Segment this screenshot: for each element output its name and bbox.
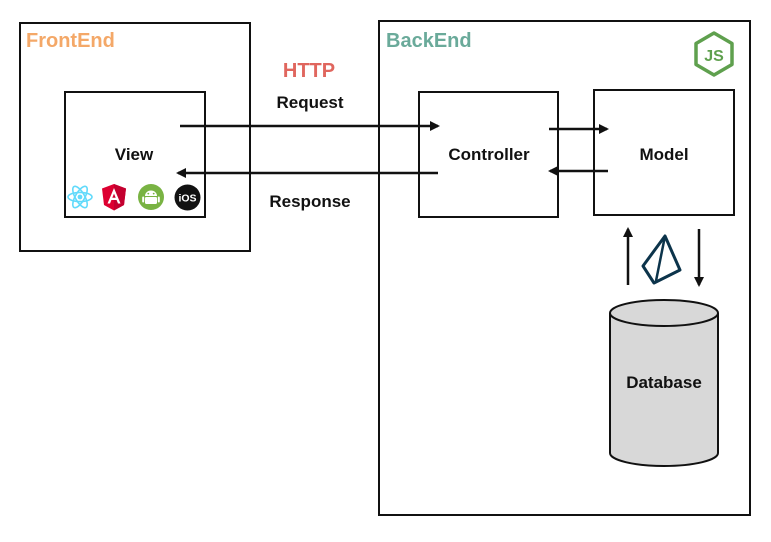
react-icon [66, 184, 94, 210]
nodejs-logo-text: JS [704, 48, 724, 65]
prisma-icon [641, 234, 682, 285]
ios-icon: iOS [174, 184, 201, 211]
ios-icon-text: iOS [178, 193, 196, 205]
controller-label: Controller [448, 145, 530, 164]
database-cylinder [609, 299, 719, 467]
backend-label: BackEnd [386, 30, 472, 52]
database-label: Database [626, 373, 702, 392]
nodejs-icon: JS [693, 31, 735, 77]
model-node [593, 89, 735, 216]
model-label: Model [639, 145, 689, 164]
view-label: View [114, 145, 154, 164]
http-label: HTTP [282, 60, 336, 82]
request-label: Request [276, 93, 344, 112]
controller-node [418, 91, 559, 218]
response-label: Response [269, 192, 351, 211]
frontend-label: FrontEnd [26, 30, 115, 52]
angular-icon [101, 183, 127, 211]
android-icon [137, 183, 165, 211]
